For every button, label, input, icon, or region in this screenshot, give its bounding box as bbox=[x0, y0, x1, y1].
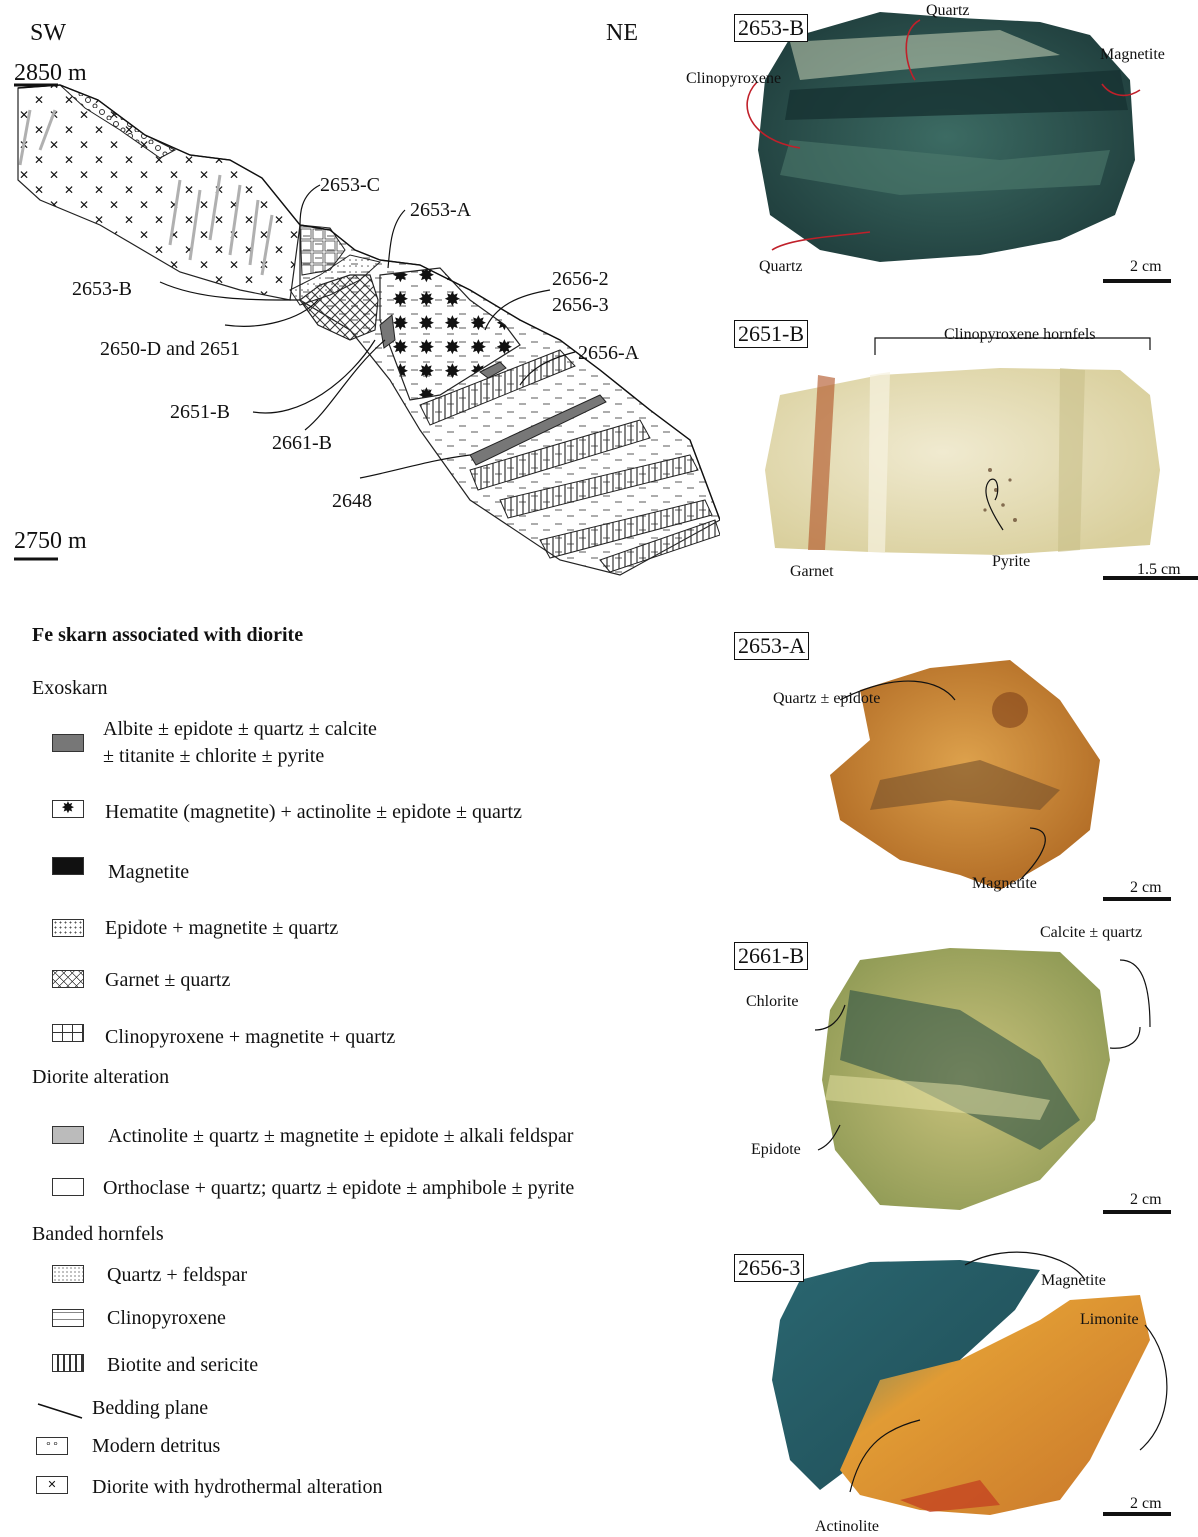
swatch-actinolite bbox=[52, 1126, 84, 1144]
label-2651-b: 2651-B bbox=[170, 401, 230, 424]
label-2653-a: 2653-A bbox=[410, 199, 471, 222]
label-2656-a: 2656-A bbox=[578, 342, 639, 365]
scalebar-2653-a bbox=[1103, 897, 1171, 901]
legend-magnetite: Magnetite bbox=[108, 859, 189, 885]
sample-id-2651-b: 2651-B bbox=[734, 320, 808, 348]
label-2656-3: 2656-3 bbox=[552, 294, 609, 317]
scale-2651-b: 1.5 cm bbox=[1137, 561, 1181, 579]
label-2653-b-magnetite: Magnetite bbox=[1100, 46, 1165, 64]
label-2661-b-chlorite: Chlorite bbox=[746, 993, 798, 1011]
label-2661-b: 2661-B bbox=[272, 432, 332, 455]
legend-clinopyroxene: Clinopyroxene bbox=[107, 1305, 226, 1331]
swatch-modern-detritus: ° ° bbox=[36, 1437, 68, 1455]
legend-hematite: Hematite (magnetite) + actinolite ± epid… bbox=[105, 799, 522, 825]
swatch-quartz-feldspar bbox=[52, 1265, 84, 1283]
scale-2656-3: 2 cm bbox=[1130, 1495, 1162, 1513]
swatch-garnet bbox=[52, 970, 84, 988]
legend-garnet: Garnet ± quartz bbox=[105, 967, 230, 993]
sample-id-2661-b: 2661-B bbox=[734, 942, 808, 970]
swatch-albite bbox=[52, 734, 84, 752]
label-2656-2: 2656-2 bbox=[552, 268, 609, 291]
ne-label: NE bbox=[606, 20, 638, 47]
swatch-clinopyroxene-magnetite bbox=[52, 1024, 84, 1042]
label-2656-3-actinolite: Actinolite bbox=[815, 1518, 879, 1536]
bedding-plane-icon bbox=[36, 1400, 86, 1420]
label-2650-d: 2650-D and 2651 bbox=[100, 338, 240, 361]
sw-label: SW bbox=[30, 20, 66, 47]
legend-exoskarn: Exoskarn bbox=[32, 677, 108, 700]
swatch-diorite: ✕ bbox=[36, 1476, 68, 1494]
swatch-biotite bbox=[52, 1354, 84, 1372]
legend-albite-line2: ± titanite ± chlorite ± pyrite bbox=[103, 743, 324, 769]
label-2653-b-quartz-bottom: Quartz bbox=[759, 258, 803, 276]
legend-albite-line1: Albite ± epidote ± quartz ± calcite bbox=[103, 716, 377, 742]
legend-biotite: Biotite and sericite bbox=[107, 1352, 258, 1378]
label-2653-a-magnetite: Magnetite bbox=[972, 875, 1037, 893]
legend-clinopyroxene-magnetite: Clinopyroxene + magnetite + quartz bbox=[105, 1024, 395, 1050]
legend-diorite-alteration: Diorite alteration bbox=[32, 1066, 169, 1089]
legend-orthoclase: Orthoclase + quartz; quartz ± epidote ± … bbox=[103, 1175, 574, 1201]
legend-modern-detritus: Modern detritus bbox=[92, 1433, 220, 1459]
swatch-orthoclase bbox=[52, 1178, 84, 1196]
label-2651-b-pyrite: Pyrite bbox=[992, 553, 1030, 571]
scalebar-2653-b bbox=[1103, 279, 1171, 283]
legend-epidote: Epidote + magnetite ± quartz bbox=[105, 915, 338, 941]
scale-2653-a: 2 cm bbox=[1130, 879, 1162, 897]
scale-2653-b: 2 cm bbox=[1130, 258, 1162, 276]
sample-id-2653-b: 2653-B bbox=[734, 14, 808, 42]
sample-id-2656-3: 2656-3 bbox=[734, 1254, 804, 1282]
label-2661-b-epidote: Epidote bbox=[751, 1141, 801, 1159]
swatch-clinopyroxene bbox=[52, 1309, 84, 1327]
scalebar-2661-b bbox=[1103, 1210, 1171, 1214]
label-2656-3-magnetite: Magnetite bbox=[1041, 1272, 1106, 1290]
legend-banded-hornfels: Banded hornfels bbox=[32, 1223, 164, 1246]
label-2656-3-limonite: Limonite bbox=[1080, 1311, 1139, 1329]
label-2653-a-quartz-epidote: Quartz ± epidote bbox=[773, 690, 880, 708]
label-2653-c: 2653-C bbox=[320, 174, 380, 197]
label-2653-b-clinopyroxene: Clinopyroxene bbox=[686, 70, 781, 88]
label-2661-b-calcite-quartz: Calcite ± quartz bbox=[1040, 924, 1142, 942]
label-2648: 2648 bbox=[332, 490, 372, 513]
label-2651-b-garnet: Garnet bbox=[790, 563, 834, 581]
elevation-bottom: 2750 m bbox=[14, 528, 87, 555]
legend-actinolite: Actinolite ± quartz ± magnetite ± epidot… bbox=[108, 1123, 573, 1149]
label-2653-b: 2653-B bbox=[72, 278, 132, 301]
label-2651-b-hornfels: Clinopyroxene hornfels bbox=[944, 326, 1096, 344]
sample-id-2653-a: 2653-A bbox=[734, 632, 809, 660]
legend-quartz-feldspar: Quartz + feldspar bbox=[107, 1262, 247, 1288]
legend-bedding-plane: Bedding plane bbox=[92, 1395, 208, 1421]
swatch-epidote bbox=[52, 919, 84, 937]
scale-2661-b: 2 cm bbox=[1130, 1191, 1162, 1209]
legend-title: Fe skarn associated with diorite bbox=[32, 624, 303, 647]
label-2653-b-quartz-top: Quartz bbox=[926, 2, 970, 20]
swatch-magnetite bbox=[52, 857, 84, 875]
elevation-top: 2850 m bbox=[14, 60, 87, 87]
legend-diorite: Diorite with hydrothermal alteration bbox=[92, 1474, 382, 1500]
swatch-hematite: ✸ bbox=[52, 800, 84, 818]
